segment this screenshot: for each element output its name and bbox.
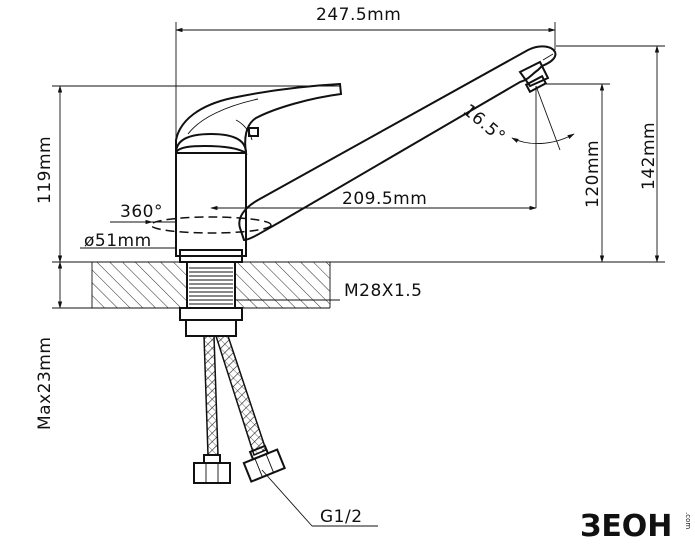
mounting-shank: [179, 261, 243, 337]
dim-max-mount: Max23mm: [35, 337, 55, 430]
logo-text: ЗЕОН: [580, 509, 672, 544]
dim-hose-thread: G1/2: [320, 507, 363, 527]
dimension-lines: [52, 22, 665, 527]
brand-logo: ЗЕОН .com: [580, 509, 692, 544]
hose-right: [214, 335, 267, 457]
dim-body-height: 119mm: [35, 136, 55, 204]
rotation-indicator: [150, 216, 272, 234]
dim-mount-thread: M28X1.5: [344, 281, 422, 301]
dim-spout-reach: 247.5mm: [316, 5, 401, 25]
faucet-body: [175, 132, 247, 263]
lever-handle: [175, 82, 343, 156]
logo-sub: .com: [684, 512, 692, 529]
dim-spout-reach-inner: 209.5mm: [342, 189, 427, 209]
hose-left: [203, 335, 219, 456]
dim-rotation: 360°: [120, 202, 163, 222]
countertop-section: [91, 261, 331, 309]
flexible-hoses: [193, 335, 286, 484]
spout: [238, 45, 557, 242]
dim-base-diameter: ø51mm: [84, 231, 152, 251]
thread-lines: [189, 267, 233, 305]
dim-spout-angle: 16.5°: [459, 101, 509, 148]
dim-total-height: 142mm: [639, 122, 659, 190]
dim-spout-outlet-height: 120mm: [583, 140, 603, 208]
